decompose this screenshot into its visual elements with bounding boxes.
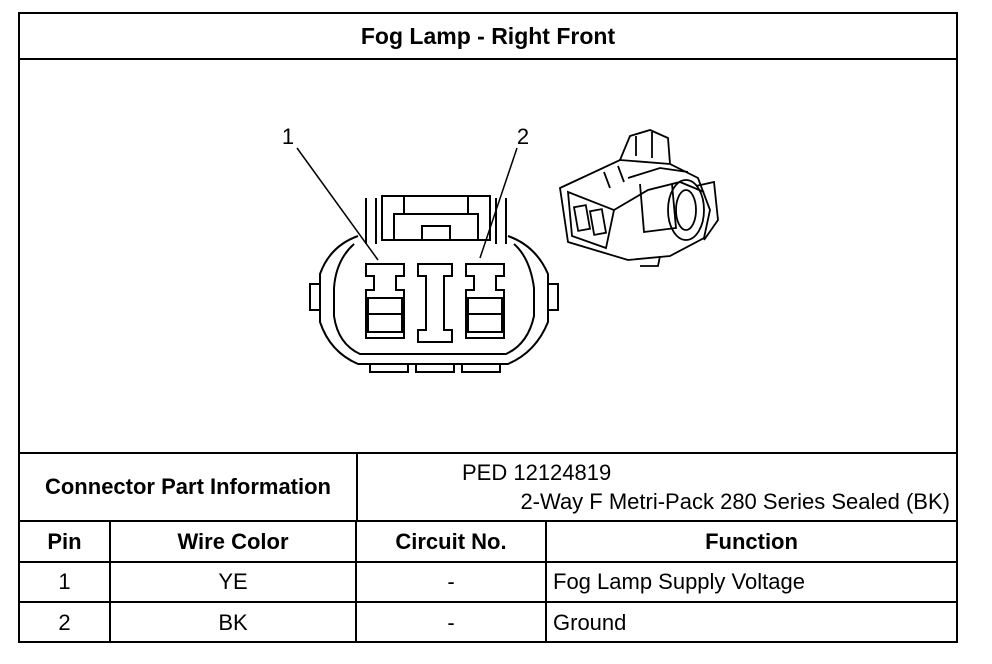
cell-circuit: - <box>355 601 547 642</box>
callout-1: 1 <box>282 124 294 149</box>
header-wire-color: Wire Color <box>109 522 357 563</box>
cell-circuit: - <box>355 561 547 603</box>
cell-wire-color: YE <box>109 561 357 603</box>
table-header-row: Pin Wire Color Circuit No. Function <box>20 522 956 563</box>
table-row: 1 YE - Fog Lamp Supply Voltage <box>20 561 956 603</box>
connector-frame: Fog Lamp - Right Front 1 2 <box>18 12 958 643</box>
part-description: 2-Way F Metri-Pack 280 Series Sealed (BK… <box>520 489 950 514</box>
callout-2-leader <box>479 147 518 259</box>
part-number: PED 12124819 <box>462 460 612 485</box>
cell-function: Fog Lamp Supply Voltage <box>545 561 956 603</box>
cell-wire-color: BK <box>109 601 357 642</box>
callout-1-leader <box>296 147 379 261</box>
part-info-label: Connector Part Information <box>20 454 358 520</box>
callout-2: 2 <box>517 124 529 149</box>
cell-pin: 1 <box>20 561 111 603</box>
connector-diagram: 1 2 <box>20 60 956 452</box>
part-info-value: PED 12124819 2-Way F Metri-Pack 280 Seri… <box>358 454 956 520</box>
connector-part-info: Connector Part Information PED 12124819 … <box>20 452 956 522</box>
cell-pin: 2 <box>20 601 111 642</box>
connector-face-drawing <box>309 195 559 373</box>
header-circuit-no: Circuit No. <box>355 522 547 563</box>
page-title: Fog Lamp - Right Front <box>20 14 956 60</box>
cell-function: Ground <box>545 601 956 642</box>
header-function: Function <box>545 522 956 563</box>
pin-table: Pin Wire Color Circuit No. Function 1 YE… <box>20 522 956 642</box>
header-pin: Pin <box>20 522 111 563</box>
table-row: 2 BK - Ground <box>20 601 956 642</box>
connector-3d-drawing <box>559 129 719 267</box>
